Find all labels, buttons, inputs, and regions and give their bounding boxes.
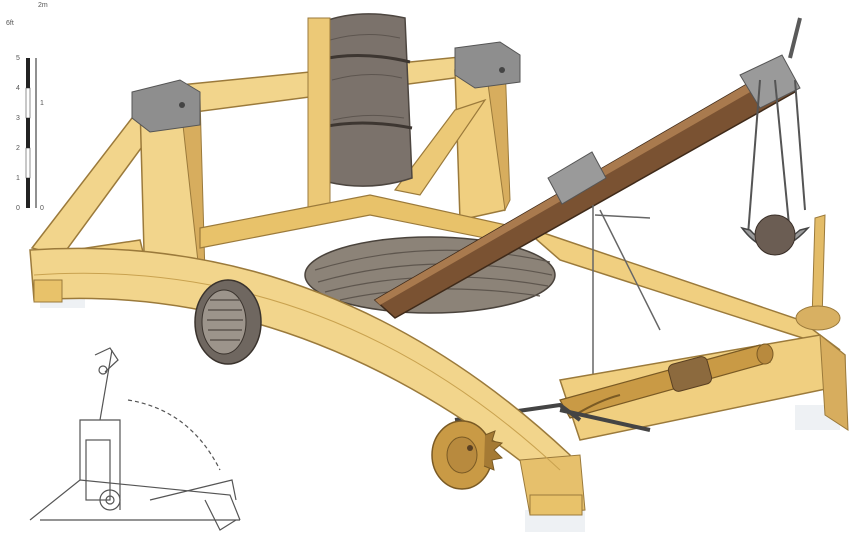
scale-meter-0: 0 [40,205,44,212]
left-post-cap [131,79,201,133]
scale-unit-feet: 6ft [6,20,14,27]
arm-hook [788,17,802,59]
right-stake [811,214,826,321]
scale-tick-4: 4 [16,85,20,92]
padded-buffer [307,13,413,209]
right-base-rail [519,224,841,351]
scale-tick-1: 1 [16,175,20,182]
front-ratchet-gear [431,420,504,490]
scale-bar [25,58,37,208]
scale-tick-5: 5 [16,55,20,62]
scale-unit-meters: 2m [38,2,48,9]
right-brace [393,98,487,196]
left-brace [30,117,160,257]
inset-schematic [29,347,241,531]
base-feet [33,279,583,516]
release-rope [592,205,661,395]
right-post-cap [454,41,521,89]
sling-pouch [740,214,811,256]
sling [747,79,806,236]
projectile-stone [754,214,796,256]
scale-meter-1: 1 [40,100,44,107]
left-ratchet-washer [194,279,262,365]
throwing-arm [373,17,802,319]
scale-tick-2: 2 [16,145,20,152]
winch [454,343,774,432]
scale-tick-0: 0 [16,205,20,212]
scale-tick-3: 3 [16,115,20,122]
arm-metal-band [547,151,607,205]
